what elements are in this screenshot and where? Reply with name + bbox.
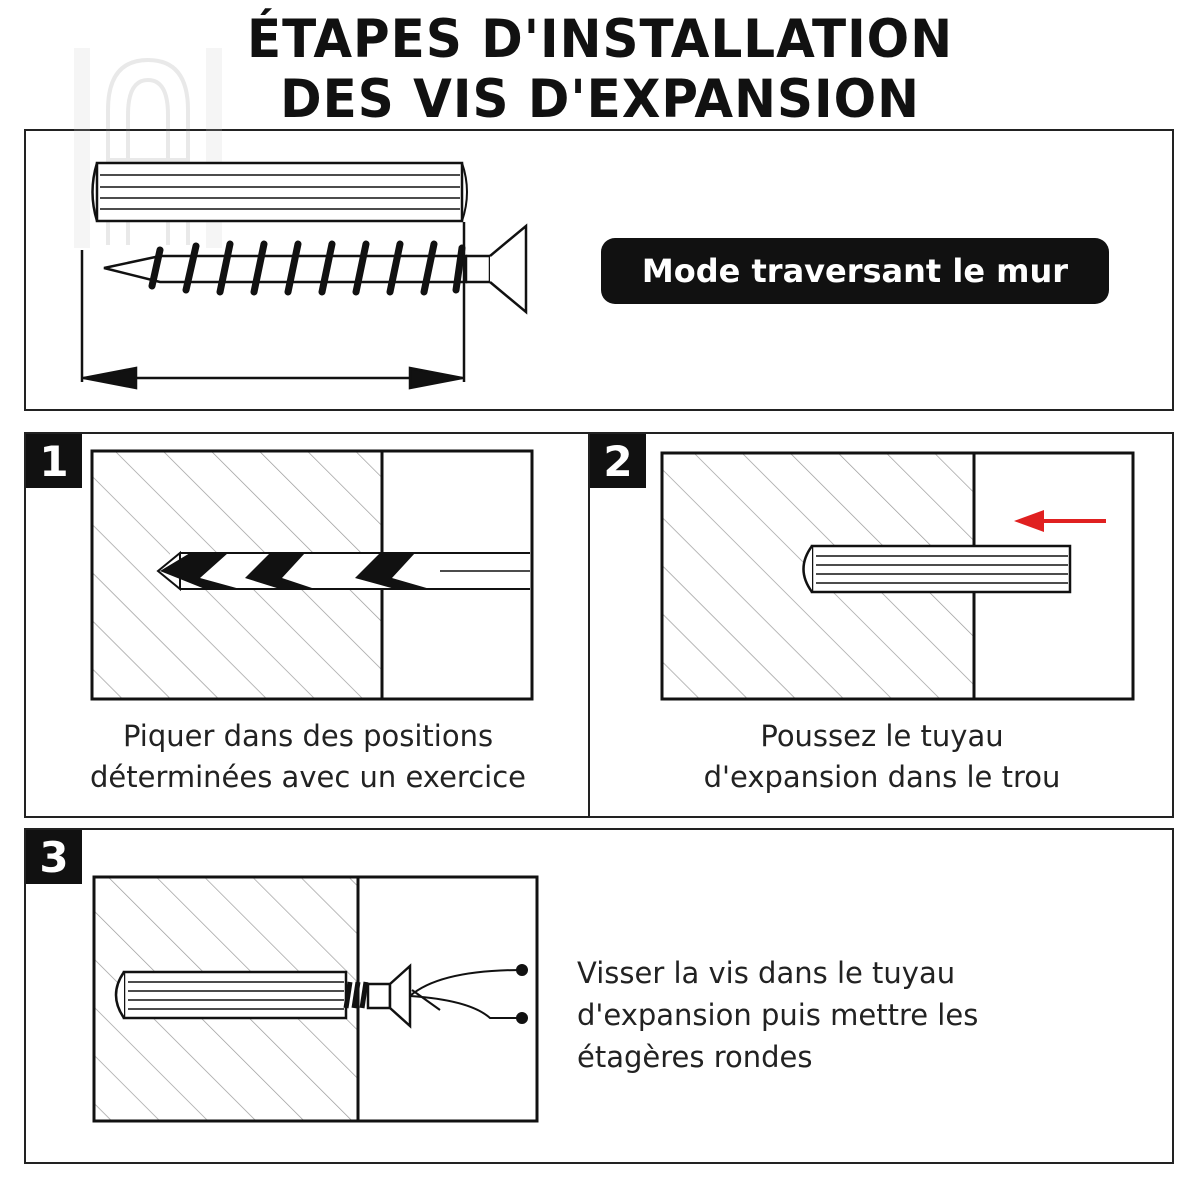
step-1-drill-bit [156,550,530,592]
step-2-caption-line: Poussez le tuyau [760,719,1004,753]
page-title-line-2: DES VIS D'EXPANSION [280,68,920,130]
page-title-line-1: ÉTAPES D'INSTALLATION [246,8,954,70]
step-1-caption-line: déterminées avec un exercice [89,760,526,794]
step-2-number-badge: 2 [590,434,646,488]
step-3-installed-anchor [114,970,348,1020]
overview-anchor-sleeve [91,161,468,223]
step-3-caption-line: d'expansion puis mettre les [577,998,979,1032]
step-1-caption: Piquer dans des positions déterminées av… [30,716,586,798]
overview-screw [103,223,528,315]
step-3-number-badge: 3 [26,830,82,884]
step-3-caption: Visser la vis dans le tuyau d'expansion … [577,952,1137,1078]
step-2-anchor-sleeve [802,544,1072,594]
step-3-screw [343,963,412,1029]
overview-length-dimension [80,222,466,390]
mode-label-pill: Mode traversant le mur [601,238,1109,304]
step-1-number-badge: 1 [26,434,82,488]
step-2-caption: Poussez le tuyau d'expansion dans le tro… [592,716,1172,798]
step-2-push-arrow [1014,510,1106,532]
step-3-shelf-bracket [409,964,528,1024]
step-2-caption-line: d'expansion dans le trou [703,760,1061,794]
step-3-caption-line: Visser la vis dans le tuyau [577,956,956,990]
step-1-caption-line: Piquer dans des positions [122,719,494,753]
step-3-caption-line: étagères rondes [577,1040,813,1074]
